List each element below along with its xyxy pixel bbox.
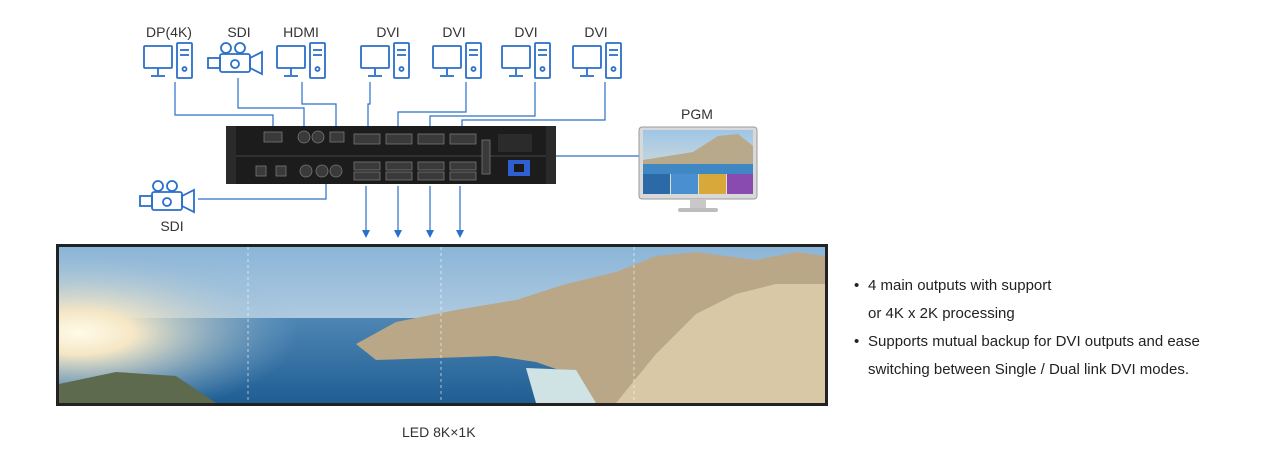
input-label-sdi-extra: SDI [160, 218, 184, 234]
feature-list: • 4 main outputs with support or 4K x 2K… [852, 272, 1200, 384]
input-label-dvi-1: DVI [376, 24, 400, 40]
feature-line: Supports mutual backup for DVI outputs a… [868, 333, 1200, 350]
input-label-dp: DP(4K) [146, 24, 192, 40]
computer-icon [360, 42, 410, 79]
feature-line: switching between Single / Dual link DVI… [868, 361, 1189, 378]
input-label-dvi-3: DVI [514, 24, 538, 40]
feature-line: or 4K x 2K processing [868, 305, 1015, 322]
line-dvi-2 [397, 82, 467, 132]
input-label-sdi: SDI [227, 24, 251, 40]
pgm-monitor [638, 126, 758, 212]
input-label-dvi-2: DVI [442, 24, 466, 40]
input-label-hdmi: HDMI [283, 24, 319, 40]
camera-icon [139, 180, 195, 214]
arrow-out-2 [394, 230, 402, 238]
line-sdi [237, 78, 305, 132]
line-hdmi [301, 82, 337, 132]
led-screen [56, 244, 828, 406]
computer-icon [143, 42, 193, 79]
computer-icon [572, 42, 622, 79]
pgm-label: PGM [681, 106, 713, 122]
arrow-out-3 [426, 230, 434, 238]
feature-line: 4 main outputs with support [868, 277, 1052, 294]
video-processor-device [226, 126, 556, 184]
arrow-out-1 [362, 230, 370, 238]
feature-item: • Supports mutual backup for DVI outputs… [852, 328, 1200, 384]
line-dp [174, 82, 274, 132]
computer-icon [276, 42, 326, 79]
line-dvi-1 [367, 82, 371, 132]
bullet-dot: • [854, 333, 860, 350]
input-label-dvi-4: DVI [584, 24, 608, 40]
camera-icon [207, 42, 263, 76]
computer-icon [432, 42, 482, 79]
led-label: LED 8K×1K [402, 424, 476, 440]
computer-icon [501, 42, 551, 79]
feature-item: • 4 main outputs with support or 4K x 2K… [852, 272, 1200, 328]
arrow-out-4 [456, 230, 464, 238]
line-dvi-3 [429, 82, 536, 132]
bullet-dot: • [854, 277, 860, 294]
